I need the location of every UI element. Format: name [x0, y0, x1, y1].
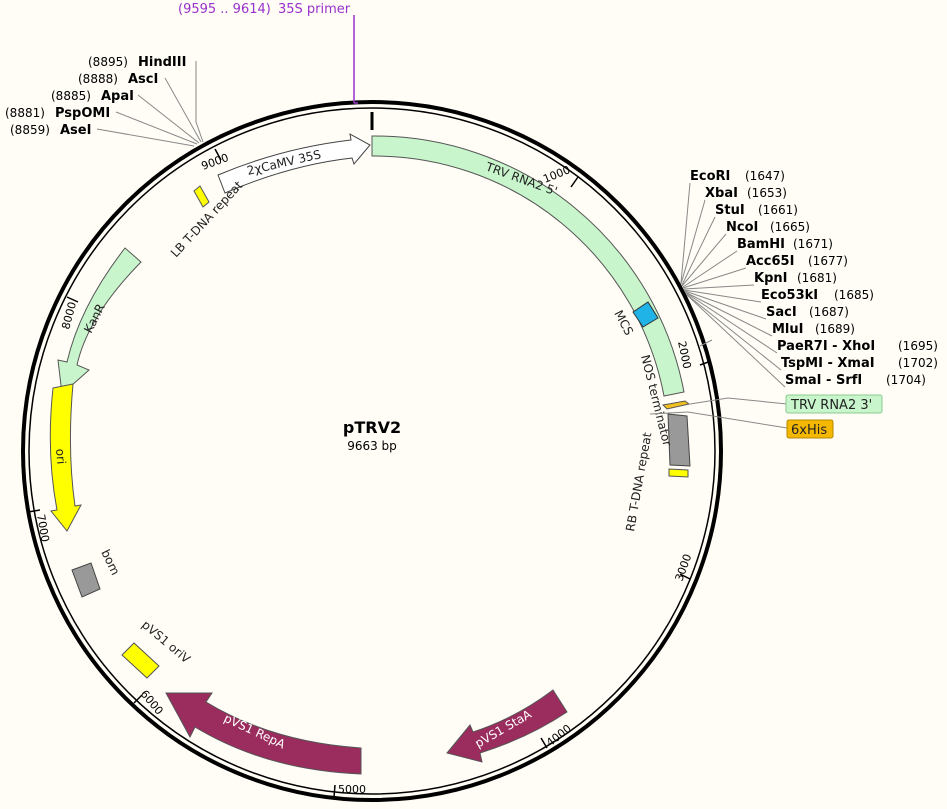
- plasmid-name: pTRV2: [343, 418, 401, 437]
- site-bamhi[interactable]: BamHI (1671): [737, 237, 833, 252]
- svg-text:(8885): (8885): [51, 89, 91, 103]
- label-mcs: MCS: [611, 308, 636, 338]
- site-xbai[interactable]: XbaI (1653): [705, 186, 787, 201]
- svg-text:(8895): (8895): [88, 55, 128, 69]
- site-acc65i[interactable]: Acc65I (1677): [746, 254, 848, 269]
- tick-2000: 2000: [675, 340, 712, 370]
- svg-text:TRV RNA2 3': TRV RNA2 3': [790, 398, 872, 413]
- site-saci[interactable]: SacI (1687): [766, 305, 849, 320]
- feature-trv-rna2-5prime[interactable]: TRV RNA2 5': [371, 135, 685, 397]
- svg-text:(1653): (1653): [747, 186, 787, 200]
- plasmid-length: 9663 bp: [347, 439, 397, 453]
- site-mlui[interactable]: MluI (1689): [772, 322, 855, 337]
- feature-trv-rna2-3prime-mark[interactable]: [661, 400, 691, 410]
- primer-name: 35S primer: [278, 2, 351, 17]
- svg-text:(8888): (8888): [78, 72, 118, 86]
- site-paer7i-xhoi[interactable]: PaeR7I - XhoI (1695): [777, 339, 938, 354]
- primer-35s[interactable]: (9595 .. 9614) 35S primer: [178, 2, 358, 104]
- site-asei[interactable]: (8859) AseI: [10, 123, 91, 138]
- mcs-leader: [699, 339, 713, 347]
- svg-text:(1702): (1702): [898, 356, 938, 370]
- site-kpni[interactable]: KpnI (1681): [754, 271, 837, 286]
- site-asci[interactable]: (8888) AscI: [78, 72, 158, 87]
- sites-right: EcoRI (1647) XbaI (1653) StuI (1661) Nco…: [680, 169, 938, 388]
- site-tspmi-xmai[interactable]: TspMI - XmaI (1702): [781, 356, 938, 371]
- svg-text:SacI: SacI: [766, 305, 797, 320]
- feature-pvs1-repa[interactable]: pVS1 RepA: [165, 692, 362, 775]
- svg-text:PaeR7I - XhoI: PaeR7I - XhoI: [777, 339, 875, 354]
- site-smai-srfi[interactable]: SmaI - SrfI (1704): [785, 373, 926, 388]
- svg-text:(1671): (1671): [793, 237, 833, 251]
- site-eco53ki[interactable]: Eco53kI (1685): [761, 288, 874, 303]
- svg-text:(1647): (1647): [745, 169, 785, 183]
- svg-text:(1689): (1689): [815, 322, 855, 336]
- label-ori: ori: [53, 448, 68, 465]
- svg-text:EcoRI: EcoRI: [690, 169, 730, 184]
- label-box-trv-rna2-3prime[interactable]: TRV RNA2 3': [689, 394, 883, 414]
- tick-5000: 5000: [333, 783, 366, 798]
- svg-text:(8881): (8881): [5, 106, 45, 120]
- svg-text:ApaI: ApaI: [101, 89, 134, 104]
- svg-text:PspOMI: PspOMI: [55, 106, 110, 121]
- label-box-6xhis[interactable]: 6xHis: [649, 411, 834, 439]
- site-pspomi[interactable]: (8881) PspOMI: [5, 106, 110, 121]
- primer-range: (9595 .. 9614): [178, 2, 271, 17]
- site-stui[interactable]: StuI (1661): [715, 203, 798, 218]
- svg-text:SmaI - SrfI: SmaI - SrfI: [785, 373, 862, 388]
- svg-text:9000: 9000: [200, 151, 231, 173]
- site-ecori[interactable]: EcoRI (1647): [690, 169, 785, 184]
- site-ncoi[interactable]: NcoI (1665): [726, 220, 810, 235]
- svg-text:(1685): (1685): [834, 288, 874, 302]
- svg-text:(1681): (1681): [797, 271, 837, 285]
- backbone-outer-ring: [21, 100, 723, 802]
- svg-text:5000: 5000: [338, 783, 366, 796]
- svg-text:6xHis: 6xHis: [791, 423, 827, 438]
- tick-7000: 7000: [27, 509, 52, 543]
- svg-text:2000: 2000: [675, 340, 694, 370]
- label-bom: bom: [98, 547, 122, 577]
- svg-text:(1687): (1687): [809, 305, 849, 319]
- site-apai[interactable]: (8885) ApaI: [51, 89, 134, 104]
- svg-text:KpnI: KpnI: [754, 271, 787, 286]
- feature-pvs1-oriv[interactable]: pVS1 oriV: [121, 618, 194, 679]
- site-hindiii[interactable]: (8895) HindIII: [88, 55, 186, 70]
- svg-text:(1704): (1704): [886, 373, 926, 387]
- svg-text:(8859): (8859): [10, 123, 50, 137]
- svg-text:Acc65I: Acc65I: [746, 254, 794, 269]
- label-camv: 2χCaMV 35S: [246, 147, 323, 178]
- feature-ori[interactable]: ori: [49, 383, 82, 532]
- svg-text:Eco53kI: Eco53kI: [761, 288, 818, 303]
- svg-text:AseI: AseI: [60, 123, 91, 138]
- svg-text:StuI: StuI: [715, 203, 745, 218]
- svg-text:NcoI: NcoI: [726, 220, 758, 235]
- label-rb: RB T-DNA repeat: [623, 431, 654, 532]
- svg-text:TspMI - XmaI: TspMI - XmaI: [781, 356, 875, 371]
- svg-text:HindIII: HindIII: [138, 55, 186, 70]
- svg-text:MluI: MluI: [772, 322, 803, 337]
- svg-text:(1677): (1677): [808, 254, 848, 268]
- svg-text:(1695): (1695): [898, 339, 938, 353]
- svg-text:XbaI: XbaI: [705, 186, 738, 201]
- svg-text:(1661): (1661): [758, 203, 798, 217]
- backbone-inner-ring: [28, 107, 716, 795]
- sites-left: (8895) HindIII (8888) AscI (8885) ApaI (…: [5, 55, 204, 147]
- svg-text:(1665): (1665): [770, 220, 810, 234]
- feature-bom[interactable]: bom: [71, 547, 123, 598]
- label-lb: LB T-DNA repeat: [168, 178, 246, 260]
- svg-text:BamHI: BamHI: [737, 237, 785, 252]
- svg-text:7000: 7000: [34, 513, 52, 543]
- feature-lb-tdna[interactable]: LB T-DNA repeat: [168, 178, 246, 260]
- svg-text:AscI: AscI: [128, 72, 158, 87]
